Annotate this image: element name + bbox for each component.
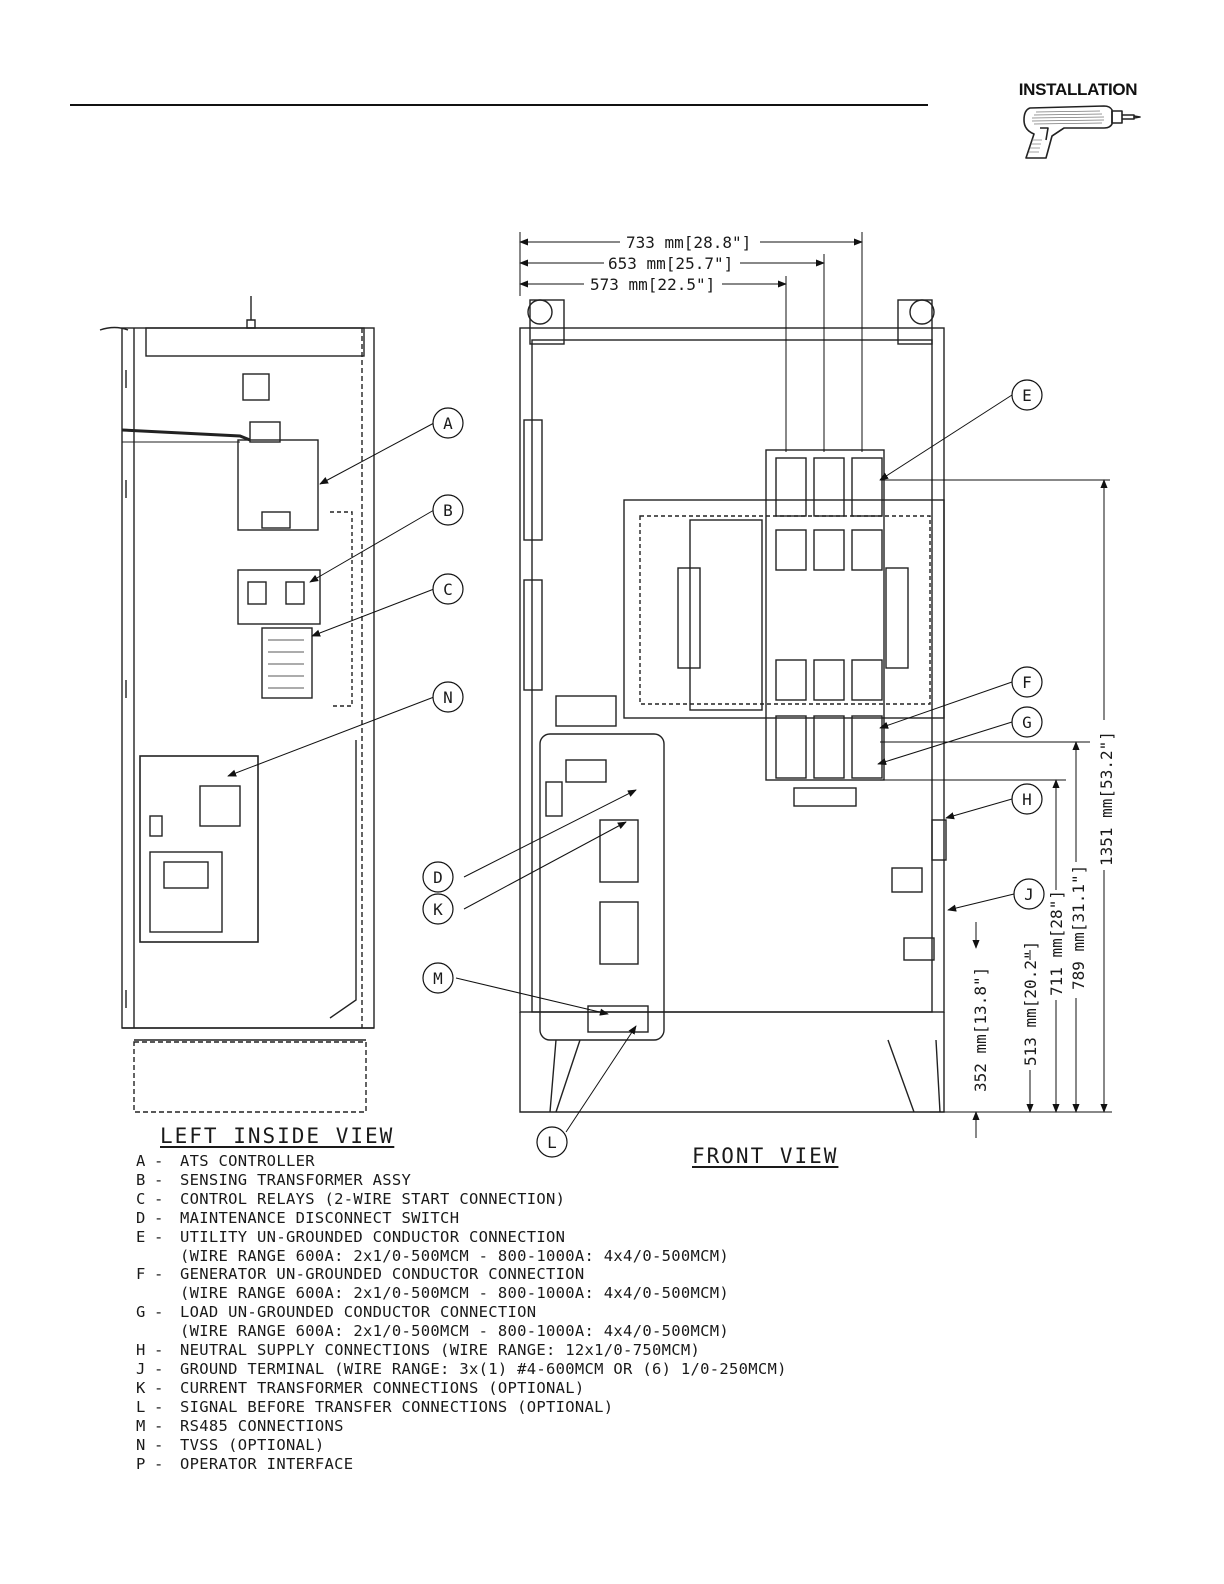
legend-text: GROUND TERMINAL (WIRE RANGE: 3x(1) #4-60… (180, 1359, 787, 1378)
legend-key: B (136, 1170, 146, 1189)
legend-dash: - (154, 1265, 164, 1284)
legend-text: NEUTRAL SUPPLY CONNECTIONS (WIRE RANGE: … (180, 1341, 701, 1360)
legend-dash: - (154, 1341, 164, 1360)
legend-key: K (136, 1378, 146, 1397)
legend-key: H (136, 1341, 146, 1360)
header-rule (70, 104, 928, 106)
legend-item: P-OPERATOR INTERFACE (136, 1455, 896, 1474)
dim-573: 573 mm[22.5"] (590, 275, 715, 294)
legend-key: E (136, 1227, 146, 1246)
legend-dash: - (154, 1416, 164, 1435)
legend-key: F (136, 1265, 146, 1284)
legend-text: MAINTENANCE DISCONNECT SWITCH (180, 1208, 460, 1227)
dim-789: 789 mm[31.1"] (1069, 865, 1088, 990)
legend-item: N-TVSS (OPTIONAL) (136, 1436, 896, 1455)
legend-item: L-SIGNAL BEFORE TRANSFER CONNECTIONS (OP… (136, 1398, 896, 1417)
callout-g: G (1022, 713, 1032, 732)
callout-c: C (443, 580, 453, 599)
legend-dash: - (154, 1397, 164, 1416)
callout-b: B (443, 501, 453, 520)
drill-icon (1023, 105, 1141, 159)
legend-text: UTILITY UN-GROUNDED CONDUCTOR CONNECTION (180, 1227, 566, 1246)
callout-j: J (1024, 885, 1034, 904)
callout-bubbles (422, 379, 1045, 1158)
dim-653: 653 mm[25.7"] (608, 254, 733, 273)
legend-text: TVSS (OPTIONAL) (180, 1435, 325, 1454)
legend-subtext: (WIRE RANGE 600A: 2x1/0-500MCM - 800-100… (180, 1246, 730, 1265)
dim-733: 733 mm[28.8"] (626, 233, 751, 252)
legend-dash: - (154, 1435, 164, 1454)
legend-dash: - (154, 1227, 164, 1246)
left-inside-view (99, 296, 375, 1113)
dim-513: 513 mm[20.2"] (1021, 941, 1040, 1066)
dim-352: 352 mm[13.8"] (971, 967, 990, 1092)
legend-dash: - (154, 1189, 164, 1208)
legend-dash: - (154, 1359, 164, 1378)
callout-a: A (443, 414, 453, 433)
legend-text: RS485 CONNECTIONS (180, 1416, 344, 1435)
legend-item: D-MAINTENANCE DISCONNECT SWITCH (136, 1209, 896, 1228)
installation-badge: INSTALLATION (1012, 80, 1144, 170)
width-dimensions (519, 232, 863, 452)
callout-f: F (1022, 673, 1032, 692)
legend-text: CURRENT TRANSFORMER CONNECTIONS (OPTIONA… (180, 1378, 585, 1397)
legend-dash: - (154, 1378, 164, 1397)
front-view-title: FRONT VIEW (692, 1144, 839, 1168)
legend-key: L (136, 1397, 146, 1416)
legend-text: LOAD UN-GROUNDED CONDUCTOR CONNECTION (180, 1303, 537, 1322)
legend-key: N (136, 1435, 146, 1454)
legend-key: G (136, 1303, 146, 1322)
legend-text: SIGNAL BEFORE TRANSFER CONNECTIONS (OPTI… (180, 1397, 614, 1416)
legend-text: SENSING TRANSFORMER ASSY (180, 1170, 412, 1189)
dim-1351: 1351 mm[53.2"] (1097, 731, 1116, 866)
legend-dash: - (154, 1170, 164, 1189)
legend-item: H-NEUTRAL SUPPLY CONNECTIONS (WIRE RANGE… (136, 1341, 896, 1360)
height-dimensions (880, 479, 1112, 1138)
callout-k: K (433, 900, 443, 919)
callout-leaders (227, 394, 1015, 1133)
left-view-title: LEFT INSIDE VIEW (160, 1124, 395, 1148)
legend-key: A (136, 1152, 146, 1170)
callout-l: L (547, 1133, 557, 1152)
legend-key: P (136, 1454, 146, 1473)
section-title: INSTALLATION (1018, 80, 1138, 99)
legend-text: OPERATOR INTERFACE (180, 1454, 354, 1473)
callout-e: E (1022, 386, 1032, 405)
legend-key: M (136, 1416, 146, 1435)
legend-item: C-CONTROL RELAYS (2-WIRE START CONNECTIO… (136, 1190, 896, 1209)
callout-h: H (1022, 790, 1032, 809)
legend-item: G-LOAD UN-GROUNDED CONDUCTOR CONNECTION (136, 1303, 896, 1322)
front-view (519, 299, 947, 1113)
callout-n: N (443, 688, 453, 707)
dim-711: 711 mm[28"] (1047, 890, 1066, 996)
callout-d: D (433, 868, 443, 887)
legend-item: J-GROUND TERMINAL (WIRE RANGE: 3x(1) #4-… (136, 1360, 896, 1379)
legend-text: CONTROL RELAYS (2-WIRE START CONNECTION) (180, 1189, 566, 1208)
legend-key: J (136, 1359, 146, 1378)
legend-item: F-GENERATOR UN-GROUNDED CONDUCTOR CONNEC… (136, 1265, 896, 1284)
legend-subtext: (WIRE RANGE 600A: 2x1/0-500MCM - 800-100… (180, 1322, 730, 1341)
legend-dash: - (154, 1208, 164, 1227)
legend-key: D (136, 1208, 146, 1227)
legend-dash: - (154, 1152, 164, 1170)
legend-item: B-SENSING TRANSFORMER ASSY (136, 1171, 896, 1190)
legend-item: E-UTILITY UN-GROUNDED CONDUCTOR CONNECTI… (136, 1228, 896, 1247)
legend-dash: - (154, 1454, 164, 1473)
legend-item: M-RS485 CONNECTIONS (136, 1417, 896, 1436)
legend-subtext: (WIRE RANGE 600A: 2x1/0-500MCM - 800-100… (180, 1284, 730, 1303)
legend-text: GENERATOR UN-GROUNDED CONDUCTOR CONNECTI… (180, 1265, 585, 1284)
legend-text: ATS CONTROLLER (180, 1152, 315, 1170)
legend-item: A-ATS CONTROLLER (136, 1152, 896, 1171)
legend-dash: - (154, 1303, 164, 1322)
callout-m: M (433, 969, 443, 988)
legend-key: C (136, 1189, 146, 1208)
legend-item: K-CURRENT TRANSFORMER CONNECTIONS (OPTIO… (136, 1379, 896, 1398)
